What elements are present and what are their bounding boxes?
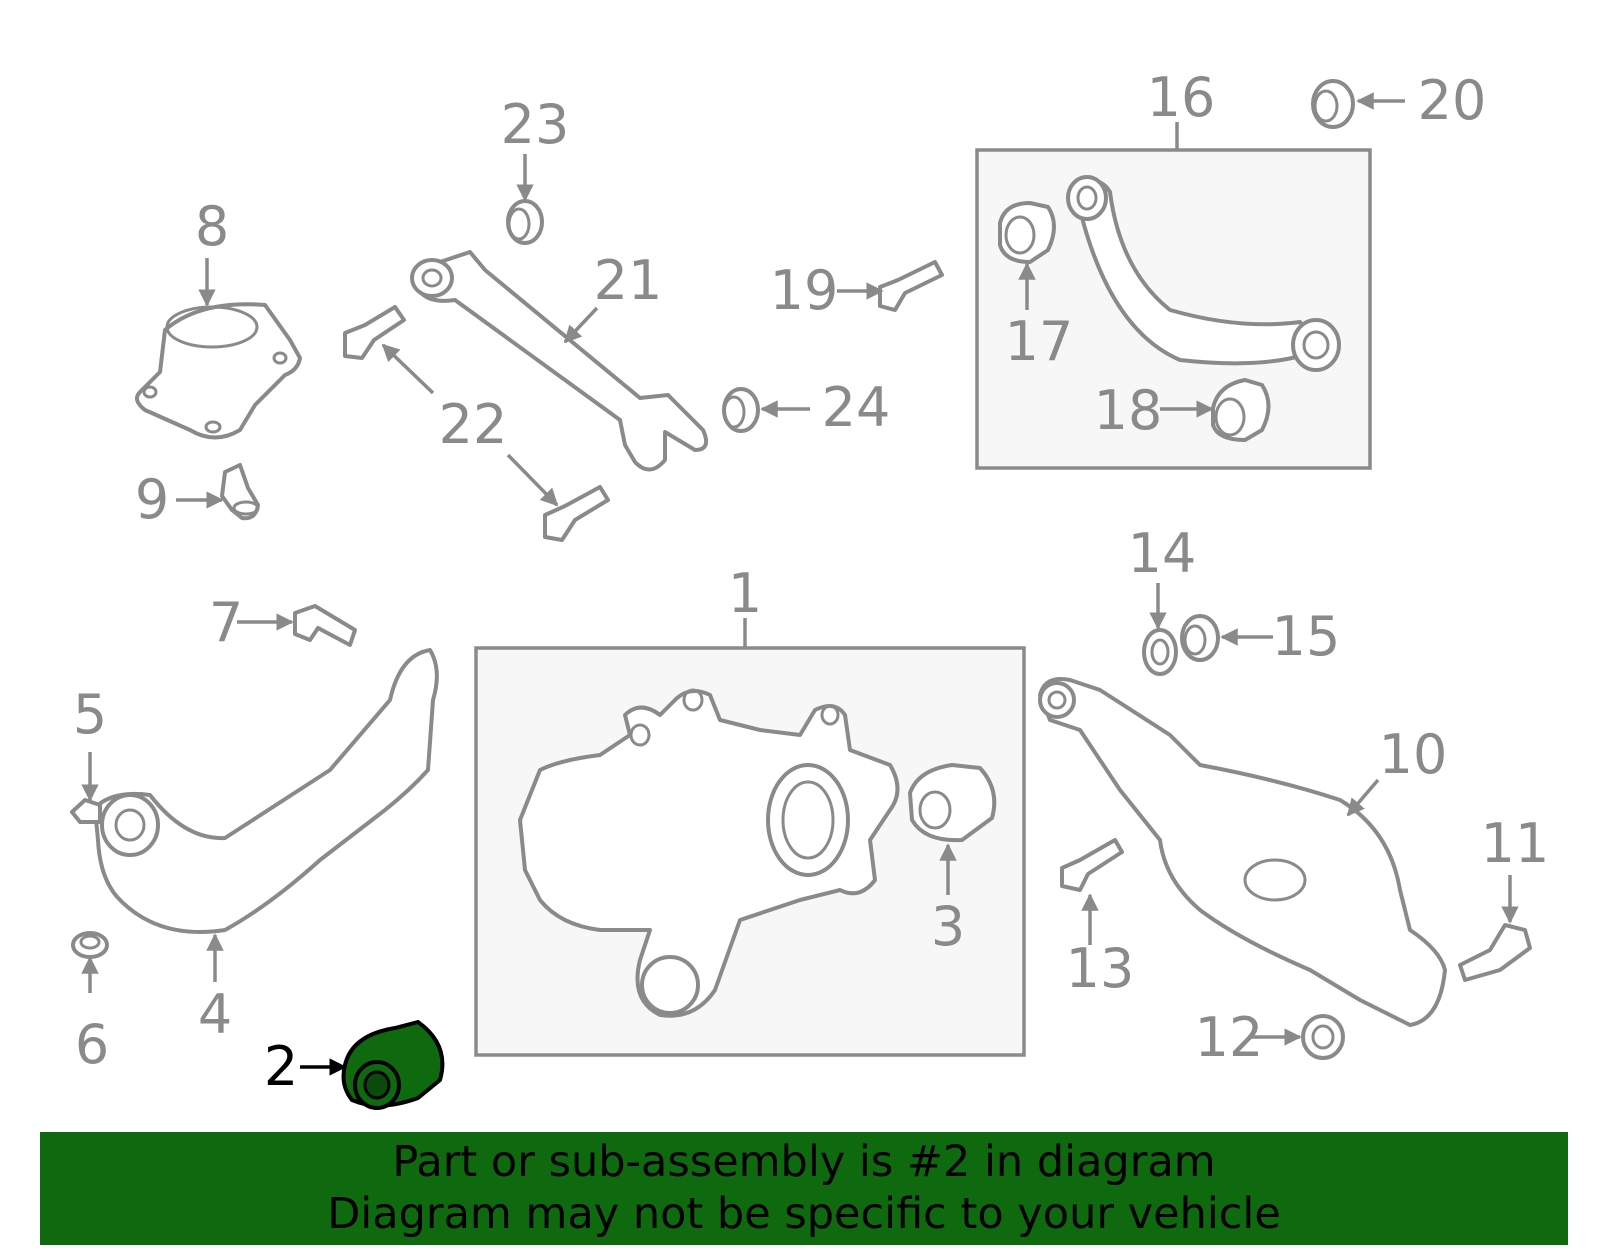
label-13: 13 [1066, 937, 1135, 1000]
label-16: 16 [1147, 66, 1216, 129]
part-23-nut [506, 199, 544, 245]
part-9-clip [220, 463, 260, 521]
label-18: 18 [1094, 379, 1163, 442]
label-6: 6 [75, 1013, 109, 1076]
part-3-bushing [908, 763, 997, 843]
part-11-bolt [1458, 923, 1532, 982]
part-15-nut [1180, 614, 1220, 662]
label-12: 12 [1195, 1006, 1264, 1069]
info-banner: Part or sub-assembly is #2 in diagram Di… [40, 1132, 1568, 1245]
label-7: 7 [209, 591, 243, 654]
part-21-link [410, 250, 709, 472]
part-10-lower-arm [1038, 677, 1447, 1027]
label-15: 15 [1272, 605, 1341, 668]
label-24: 24 [822, 376, 891, 439]
part-14-washer [1142, 628, 1178, 676]
banner-line-2: Diagram may not be specific to your vehi… [327, 1189, 1281, 1239]
label-9: 9 [135, 468, 169, 531]
label-14: 14 [1128, 522, 1197, 585]
label-5: 5 [73, 683, 107, 746]
label-23: 23 [501, 93, 570, 156]
label-20: 20 [1418, 69, 1487, 132]
label-21: 21 [594, 249, 663, 312]
part-6-nut [71, 931, 109, 959]
label-10: 10 [1379, 723, 1448, 786]
part-2-bushing-highlighted [341, 1019, 445, 1110]
part-12-nut [1301, 1014, 1345, 1060]
part-4-trailing-arm [70, 648, 439, 934]
label-3: 3 [931, 895, 965, 958]
part-17-bushing [998, 201, 1056, 264]
label-11: 11 [1481, 812, 1550, 875]
part-18-bushing [1211, 378, 1271, 442]
part-7-bolt [293, 604, 357, 647]
label-1: 1 [728, 562, 762, 625]
label-22: 22 [439, 393, 508, 456]
part-8-mount [134, 302, 302, 440]
part-24-nut [722, 387, 760, 433]
part-19-bolt [878, 260, 944, 312]
part-22-bolt-lower [543, 485, 610, 542]
label-19: 19 [770, 259, 839, 322]
part-16-upper-arm [1066, 175, 1341, 372]
label-17: 17 [1005, 310, 1074, 373]
label-4: 4 [198, 983, 232, 1046]
part-20-nut [1311, 79, 1355, 129]
part-22-bolt-upper [343, 305, 406, 360]
banner-line-1: Part or sub-assembly is #2 in diagram [392, 1137, 1216, 1187]
label-8: 8 [195, 195, 229, 258]
part-13-bolt [1060, 838, 1124, 892]
label-2: 2 [264, 1035, 298, 1098]
part-1-knuckle [518, 688, 900, 1018]
